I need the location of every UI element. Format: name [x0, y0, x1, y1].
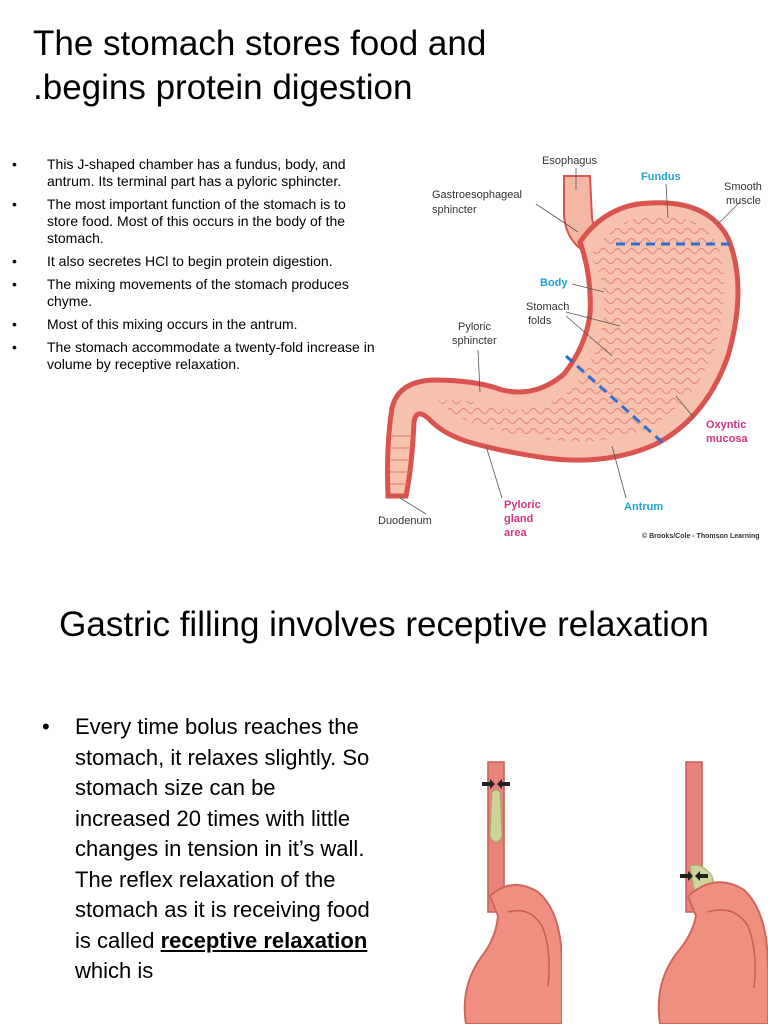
bullet-item: It also secretes HCl to begin protein di…: [0, 253, 380, 270]
bolus-shape: [489, 789, 503, 843]
label-fundus: Fundus: [641, 171, 681, 183]
label-oxyntic-1: Oxyntic: [706, 419, 746, 431]
bullet-item: The stomach accommodate a twenty-fold in…: [0, 339, 380, 373]
label-credit: © Brooks/Cole - Thomson Learning: [642, 532, 760, 540]
label-antrum: Antrum: [624, 501, 663, 513]
label-body: Body: [540, 277, 568, 289]
label-stomach-folds-2: folds: [528, 315, 552, 327]
label-pyloric-sphincter-2: sphincter: [452, 335, 497, 347]
slide2-title: Gastric filling involves receptive relax…: [59, 605, 709, 644]
label-gastroesophageal-1: Gastroesophageal: [432, 189, 522, 201]
slide-stomach-stores-food: The stomach stores food and .begins prot…: [0, 0, 768, 560]
paragraph-text-before: Every time bolus reaches the stomach, it…: [75, 714, 370, 953]
stomach-inner: [707, 909, 756, 989]
stomach-shape: [463, 884, 562, 1024]
label-duodenum: Duodenum: [378, 515, 432, 527]
stomach-folds-texture: [438, 215, 725, 442]
body-antrum-boundary: [564, 354, 664, 444]
stomach-inner: [507, 909, 550, 987]
bullet-item: The mixing movements of the stomach prod…: [0, 276, 380, 310]
label-oxyntic-2: mucosa: [706, 433, 748, 445]
slide1-bullet-list: This J-shaped chamber has a fundus, body…: [0, 156, 380, 379]
duodenum-shape: [390, 435, 412, 485]
stomach-illustration-empty: [463, 761, 562, 1024]
leader-lines: [399, 168, 741, 515]
constriction-arrows-icon: [680, 871, 708, 881]
slide2-paragraph: Every time bolus reaches the stomach, it…: [75, 712, 375, 987]
paragraph-text-after: which is: [75, 958, 154, 983]
label-smooth-muscle-1: Smooth: [724, 181, 762, 193]
constriction-arrows-icon: [482, 779, 510, 789]
label-gastroesophageal-2: sphincter: [432, 204, 477, 216]
slide1-title: The stomach stores food and .begins prot…: [33, 22, 753, 110]
bullet-item: The most important function of the stoma…: [0, 196, 380, 247]
label-smooth-muscle-2: muscle: [726, 195, 761, 207]
receptive-relaxation-term: receptive relaxation: [160, 927, 368, 953]
label-pyloric-gland-3: area: [504, 527, 528, 539]
label-pyloric-sphincter-1: Pyloric: [458, 321, 492, 333]
label-pyloric-gland-1: Pyloric: [504, 499, 541, 511]
stomach-anatomy-diagram: Esophagus Fundus Smooth muscle Gastroeso…: [378, 155, 762, 540]
bullet-item: Most of this mixing occurs in the antrum…: [0, 316, 380, 333]
slide1-title-line1: The stomach stores food and: [33, 24, 487, 63]
stomach-illustration-filling: [657, 761, 768, 1024]
stomach-shape: [657, 881, 768, 1024]
label-esophagus: Esophagus: [542, 155, 598, 167]
label-pyloric-gland-2: gland: [504, 513, 533, 525]
label-stomach-folds-1: Stomach: [526, 301, 569, 313]
bullet-marker: •: [42, 714, 50, 739]
slide1-title-line2: .begins protein digestion: [33, 68, 413, 107]
bullet-item: This J-shaped chamber has a fundus, body…: [0, 156, 380, 190]
slide-gastric-filling: Gastric filling involves receptive relax…: [0, 560, 768, 1024]
